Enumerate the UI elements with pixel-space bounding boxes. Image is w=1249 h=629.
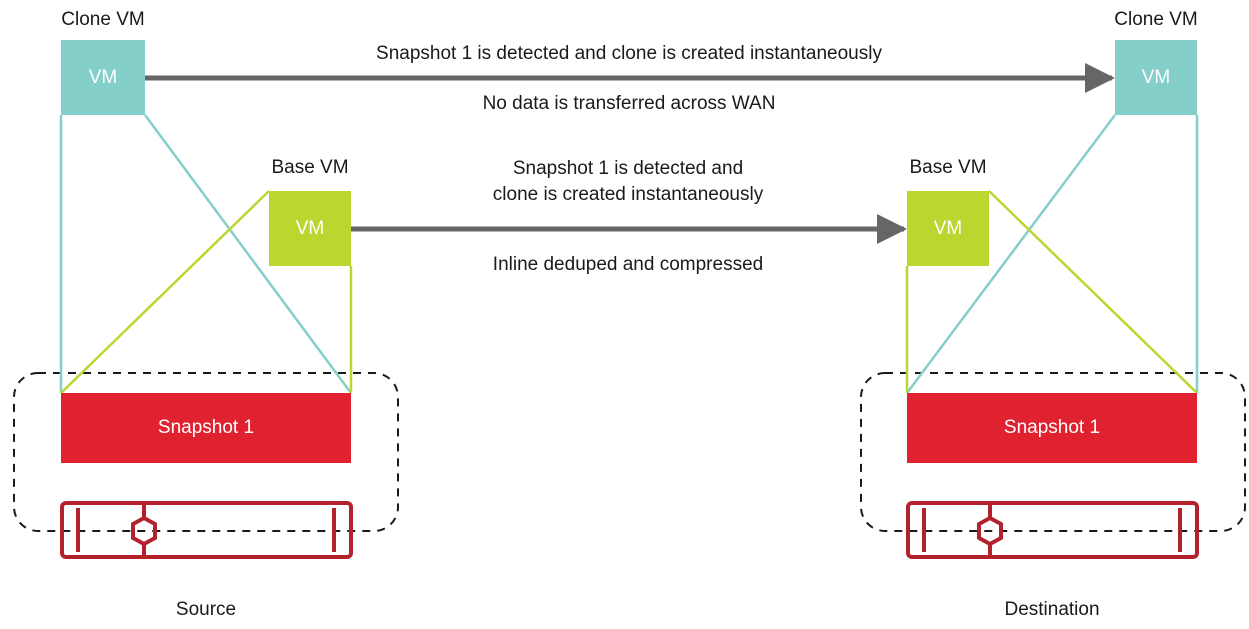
source-clone-vm-label: Clone VM	[61, 9, 145, 30]
destination-storage-icon	[906, 501, 1199, 559]
destination-base-vm-box	[907, 191, 989, 266]
source-base-vm-text: VM	[295, 217, 325, 239]
base-arrow-label-above-2: clone is created instantaneously	[492, 184, 764, 205]
destination-clone-vm-label: Clone VM	[1114, 9, 1198, 30]
destination-caption: Destination	[1004, 599, 1100, 620]
destination-clone-vm-text: VM	[1141, 66, 1171, 88]
source-base-line-diagonal	[60, 190, 270, 394]
destination-base-vm-text: VM	[933, 217, 963, 239]
destination-storage-boundary	[860, 372, 1246, 532]
source-clone-line-diagonal	[143, 114, 353, 394]
destination-base-line-diagonal	[988, 190, 1198, 394]
source-snapshot-label: Snapshot 1	[157, 417, 255, 438]
destination-clone-line-diagonal	[905, 114, 1117, 394]
destination-snapshot-box	[907, 393, 1197, 463]
source-base-vm-box	[269, 191, 351, 266]
source-clone-vm-text: VM	[88, 66, 118, 88]
destination-base-vm-label: Base VM	[909, 157, 987, 178]
source-storage-boundary	[13, 372, 399, 532]
source-snapshot-box	[61, 393, 351, 463]
destination-clone-vm-box	[1115, 40, 1197, 115]
clone-arrow-label-below: No data is transferred across WAN	[482, 93, 776, 114]
clone-arrow-label-above: Snapshot 1 is detected and clone is crea…	[376, 43, 882, 64]
source-storage-icon	[60, 501, 353, 559]
destination-snapshot-label: Snapshot 1	[1003, 417, 1101, 438]
source-caption: Source	[175, 599, 237, 620]
base-arrow-label-above-1: Snapshot 1 is detected and	[512, 158, 744, 179]
base-arrow-label-below: Inline deduped and compressed	[492, 254, 764, 275]
source-base-vm-label: Base VM	[271, 157, 349, 178]
source-clone-vm-box	[61, 40, 145, 115]
